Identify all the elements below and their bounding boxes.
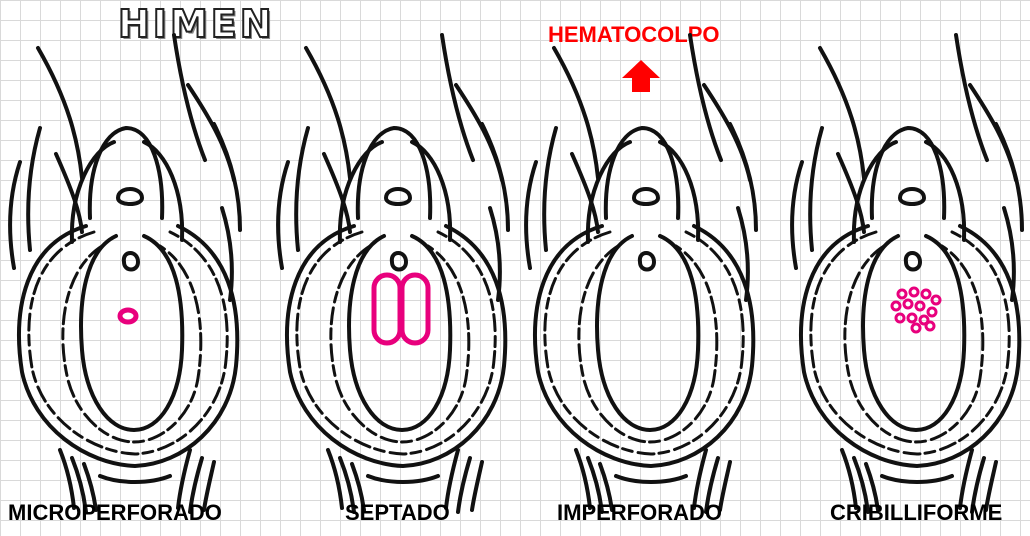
page-title: HIMEN xyxy=(117,1,275,47)
figure-microperforado xyxy=(8,33,243,514)
vulva-outline-1 xyxy=(8,33,243,514)
label-cribilliforme: CRIBILLIFORME xyxy=(830,500,1003,525)
label-imperforado: IMPERFORADO xyxy=(557,500,722,525)
hymen-small-opening xyxy=(117,307,139,325)
vulva-outline-2 xyxy=(276,33,510,514)
figure-cribilliforme xyxy=(790,33,1024,514)
figure-septado xyxy=(276,33,510,514)
vulva-outline-4 xyxy=(790,33,1024,514)
label-septado: SEPTADO xyxy=(345,500,450,525)
vulva-outline-3 xyxy=(524,33,758,514)
hymen-multiple-openings xyxy=(890,286,942,334)
hymen-septum-right-opening xyxy=(399,272,431,346)
hymen-septum-left-opening xyxy=(371,272,403,346)
label-microperforado: MICROPERFORADO xyxy=(8,500,222,525)
figure-imperforado xyxy=(524,33,758,514)
up-arrow-icon xyxy=(622,60,660,92)
